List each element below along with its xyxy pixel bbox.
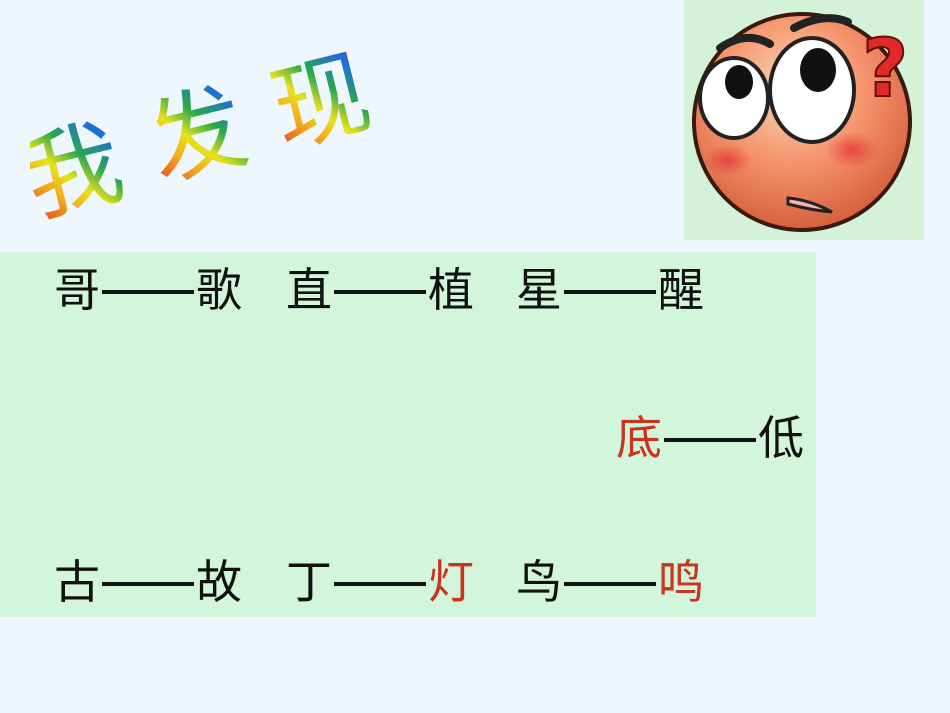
pair-ge: 哥 歌 bbox=[54, 260, 242, 320]
derived-char: 醒 bbox=[658, 263, 704, 317]
pair-gu: 古 故 bbox=[54, 552, 242, 612]
derived-char: 植 bbox=[428, 263, 474, 317]
dash-line bbox=[102, 290, 194, 294]
pair-zhi: 直 植 bbox=[286, 260, 474, 320]
dash-line bbox=[564, 290, 656, 294]
pair-di: 底 低 bbox=[616, 408, 804, 468]
title-word-art: 我 发 现 bbox=[30, 20, 430, 230]
character-panel: 哥 歌 直 植 星 醒 底 低 古 故 丁 灯 鸟 鸣 bbox=[0, 252, 816, 617]
base-char: 底 bbox=[616, 411, 662, 465]
dash-line bbox=[334, 290, 426, 294]
derived-char: 故 bbox=[196, 555, 242, 609]
emoji-panel: ? bbox=[684, 0, 924, 240]
base-char: 哥 bbox=[54, 263, 100, 317]
base-char: 丁 bbox=[286, 555, 332, 609]
title-svg: 我 发 现 bbox=[30, 36, 381, 230]
title-char-1: 我 bbox=[30, 105, 134, 230]
base-char: 鸟 bbox=[516, 555, 562, 609]
pair-ding: 丁 灯 bbox=[286, 552, 474, 612]
title-char-2: 发 bbox=[137, 69, 257, 201]
derived-char: 低 bbox=[758, 411, 804, 465]
dash-line bbox=[564, 582, 656, 586]
base-char: 直 bbox=[286, 263, 332, 317]
derived-char-text: 歌 bbox=[196, 263, 242, 317]
derived-char: 鸣 bbox=[658, 555, 704, 609]
pair-xing: 星 醒 bbox=[516, 260, 704, 320]
question-mark-icon: ? bbox=[862, 22, 908, 115]
dash-line bbox=[334, 582, 426, 586]
derived-char: 歌 bbox=[196, 260, 242, 320]
title-char-3: 现 bbox=[261, 36, 381, 168]
dash-line bbox=[664, 438, 756, 442]
thinking-face-question-icon: ? bbox=[692, 12, 912, 232]
derived-char: 灯 bbox=[428, 555, 474, 609]
pair-niao: 鸟 鸣 bbox=[516, 552, 704, 612]
base-char: 古 bbox=[54, 555, 100, 609]
base-char: 星 bbox=[516, 263, 562, 317]
dash-line bbox=[102, 582, 194, 586]
